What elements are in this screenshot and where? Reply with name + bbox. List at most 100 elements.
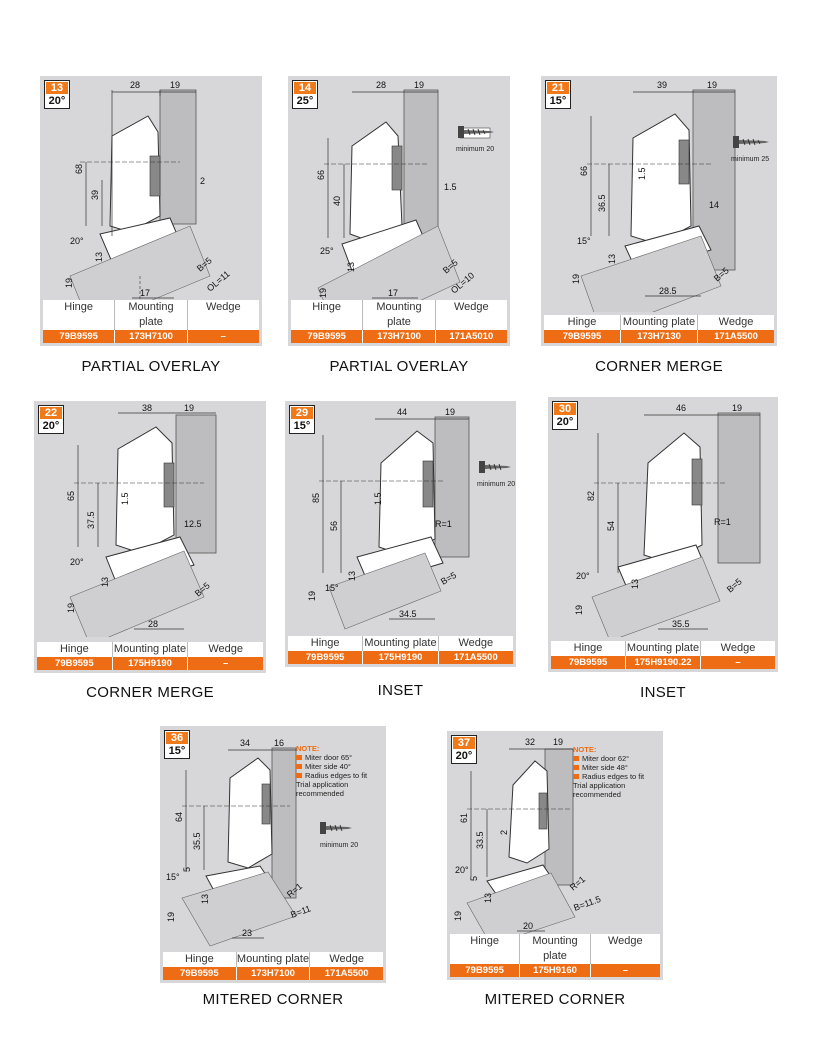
wedge-part: – <box>187 330 259 343</box>
screw-caption: minimum 20 <box>456 146 495 153</box>
hinge-card-30: 46 19 82 54 R=1 20° 13 19 B=5 35.5 30 20… <box>548 397 778 672</box>
config-number: 30 <box>554 403 576 415</box>
hinge-diagram: 28 19 66 40 1.5 25° 13 19 B=5 OL=10 17 <box>316 80 491 312</box>
dim-top-b: 19 <box>170 80 180 90</box>
hinge-header: Hinge <box>551 641 626 656</box>
screw-icon: minimum 20 <box>477 459 515 488</box>
wedge-header: Wedge <box>187 300 259 330</box>
hinge-header: Hinge <box>291 300 364 330</box>
dim-top-a: 39 <box>657 80 667 90</box>
wedge-part: 171A5500 <box>698 330 774 343</box>
config-badge: 29 15° <box>289 405 315 434</box>
dim-19: 19 <box>307 591 317 601</box>
dim-13: 13 <box>347 571 357 581</box>
hinge-diagram: 34 16 64 35.5 15° 5 13 19 R=1 B=11 23 <box>166 738 312 947</box>
config-number: 21 <box>547 82 569 94</box>
hinge-diagram: 39 19 66 36.5 1.5 14 15° 13 19 B=5 28.5 <box>571 80 736 312</box>
wedge-header: Wedge <box>438 636 513 651</box>
hinge-diagram: 32 19 61 33.5 2 20° 5 13 19 R=1 B=11.5 2… <box>453 737 602 946</box>
dim-v1: 64 <box>174 812 184 822</box>
dim-v1: 68 <box>74 164 84 174</box>
dim-side: 12.5 <box>184 519 202 529</box>
wedge-header: Wedge <box>701 641 775 656</box>
caption-mitered-corner: MITERED CORNER <box>202 991 344 1008</box>
dim-13: 13 <box>100 577 110 587</box>
dim-angle: 20° <box>455 865 469 875</box>
plate-part: 175H9190 <box>363 651 439 664</box>
hinge-card-14: 28 19 66 40 1.5 25° 13 19 B=5 OL=10 17 m… <box>288 76 510 346</box>
dim-angle: 15° <box>325 583 339 593</box>
screw-caption: minimum 20 <box>477 481 516 488</box>
screw-caption: minimum 20 <box>320 842 359 849</box>
dim-19: 19 <box>166 912 176 922</box>
installation-note: NOTE: Miter door 65° Miter side 40° Radi… <box>296 744 382 798</box>
dim-s1: 1.5 <box>373 492 383 505</box>
note-line: Radius edges to fit <box>573 772 659 781</box>
hinge-diagram: 46 19 82 54 R=1 20° 13 19 B=5 35.5 <box>574 403 761 637</box>
hinge-card-37: 32 19 61 33.5 2 20° 5 13 19 R=1 B=11.5 2… <box>447 731 663 980</box>
wedge-part: – <box>188 657 264 670</box>
dim-13: 13 <box>483 893 493 903</box>
plate-header: Mounting plate <box>363 300 436 330</box>
wedge-header: Wedge <box>698 315 774 330</box>
hinge-card-13: 28 19 68 39 2 20° 13 19 B=5 OL=11 17 13 … <box>40 76 262 346</box>
plate-part: 173H7100 <box>115 330 188 343</box>
dim-19: 19 <box>66 603 76 613</box>
dim-v2: 39 <box>90 190 100 200</box>
dim-13: 13 <box>607 254 617 264</box>
dim-top-a: 32 <box>525 737 535 747</box>
wedge-header: Wedge <box>188 642 264 657</box>
dim-bot: 20 <box>523 921 533 931</box>
dim-v1: 66 <box>579 166 589 176</box>
screw-icon: minimum 25 <box>731 134 771 163</box>
dim-b: B=5 <box>725 576 744 594</box>
hinge-header: Hinge <box>163 952 237 967</box>
wedge-part: 171A5010 <box>435 330 507 343</box>
dim-5: 5 <box>469 876 479 881</box>
hinge-diagram: 44 19 85 56 1.5 R=1 15° 13 19 B=5 34.5 <box>307 407 470 630</box>
caption-inset: INSET <box>377 682 424 699</box>
hinge-part: 79B9595 <box>551 656 626 669</box>
config-number: 37 <box>453 737 475 749</box>
dim-top-a: 44 <box>397 407 407 417</box>
dim-bot: 35.5 <box>672 619 690 629</box>
config-badge: 21 15° <box>545 80 571 109</box>
config-number: 36 <box>166 732 188 744</box>
plate-part: 173H7100 <box>236 967 311 980</box>
hinge-part: 79B9595 <box>288 651 364 664</box>
dim-bot: 28 <box>148 619 158 629</box>
plate-part: 173H7130 <box>621 330 698 343</box>
wedge-part: – <box>701 656 775 669</box>
plate-header: Mounting plate <box>236 952 311 967</box>
note-line: Radius edges to fit <box>296 771 382 780</box>
hinge-diagram: 28 19 68 39 2 20° 13 19 B=5 OL=11 17 <box>64 80 232 312</box>
caption-partial-overlay: PARTIAL OVERLAY <box>81 358 221 375</box>
plate-part: 175H9190.22 <box>626 656 701 669</box>
note-title: NOTE: <box>296 744 320 753</box>
hinge-header: Hinge <box>288 636 364 651</box>
plate-header: Mounting plate <box>520 934 591 964</box>
plate-header: Mounting plate <box>621 315 698 330</box>
dim-top-b: 19 <box>732 403 742 413</box>
dim-19: 19 <box>64 278 74 288</box>
hinge-header: Hinge <box>37 642 113 657</box>
dim-v1: 82 <box>586 491 596 501</box>
config-number: 22 <box>40 407 62 419</box>
hinge-card-29: 44 19 85 56 1.5 R=1 15° 13 19 B=5 34.5 m… <box>285 401 516 667</box>
config-badge: 13 20° <box>44 80 70 109</box>
dim-v2: 56 <box>329 521 339 531</box>
config-badge: 37 20° <box>451 735 477 764</box>
note-line: Trial application recommended <box>573 781 626 799</box>
opening-angle: 20° <box>42 420 60 432</box>
dim-radius: R=1 <box>435 519 452 529</box>
screw-caption: minimum 25 <box>731 156 770 163</box>
dim-v1: 61 <box>459 813 469 823</box>
hinge-part: 79B9595 <box>43 330 116 343</box>
dim-v2: 54 <box>606 521 616 531</box>
dim-top-a: 38 <box>142 403 152 413</box>
